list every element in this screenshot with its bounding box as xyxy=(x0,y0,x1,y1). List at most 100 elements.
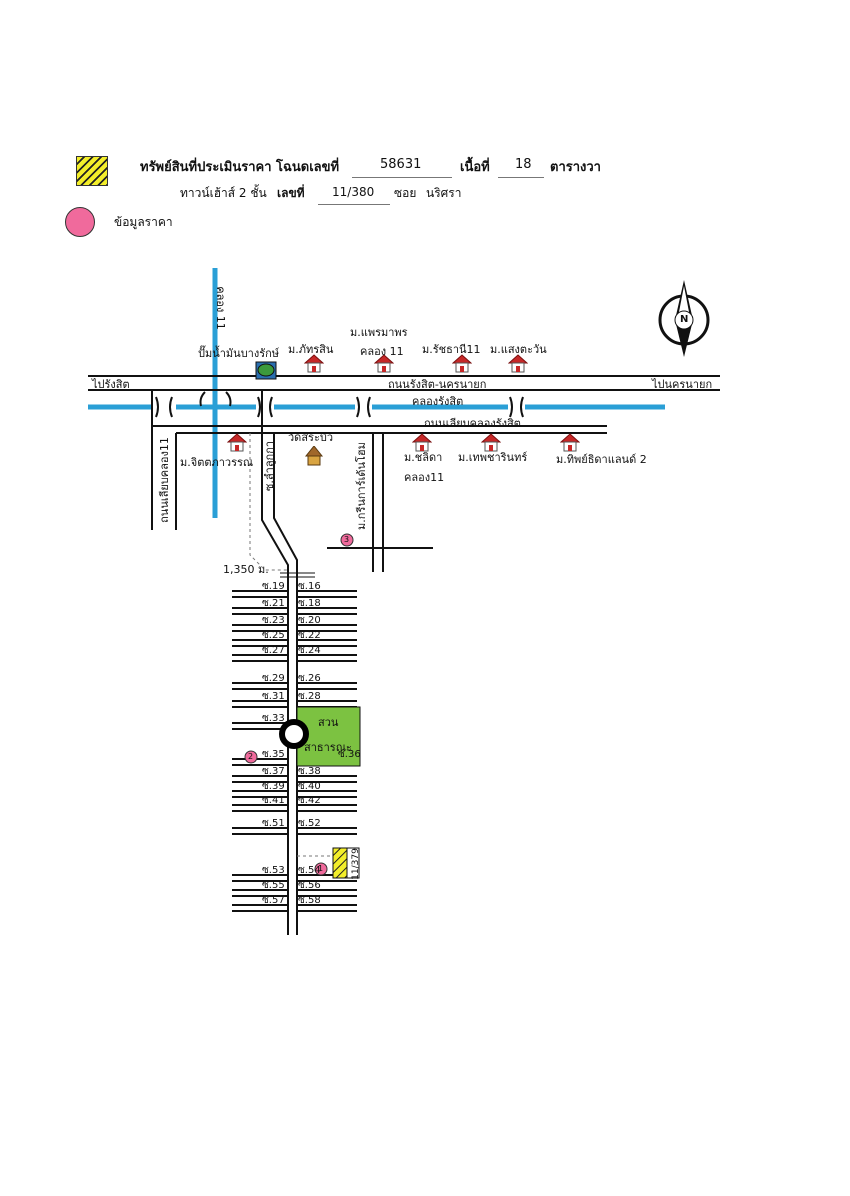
label-road-main: ถนนรังสิต-นครนายก xyxy=(388,378,487,391)
label-pump: ปั๊มน้ำมันบางรักษ์ xyxy=(198,347,280,360)
label-saengtawan: ม.แสงตะวัน xyxy=(490,343,547,356)
roads xyxy=(88,375,720,935)
soi-left-label: ซ.39 xyxy=(262,781,285,792)
bridge-2 xyxy=(257,396,273,418)
compass-letter: N xyxy=(680,314,689,325)
label-khlong11-bottom: คลอง11 xyxy=(404,471,445,484)
soi-right-label: ซ.22 xyxy=(298,630,321,641)
label-park-1: สวน xyxy=(318,716,339,729)
label-thipchida: ม.ทิพย์ธิดาแลนด์ 2 xyxy=(556,453,647,466)
soi-right-label: ซ.26 xyxy=(298,673,321,684)
soi-right-label: ซ.24 xyxy=(298,645,321,656)
house-icon-thipchida xyxy=(559,433,581,453)
side-sois xyxy=(232,590,357,912)
soi-left-label: ซ.19 xyxy=(262,581,285,592)
house-icon-phatsin xyxy=(303,354,325,374)
marker-1-number: 1 xyxy=(318,864,324,873)
bridge-5 xyxy=(199,391,232,407)
subject-title: ทรัพย์สินที่ประเมินราคา โฉนดเลขที่ xyxy=(140,160,340,175)
label-soi-vertical: ซ.ลำลูกกา xyxy=(263,440,277,492)
property-type: ทาวน์เฮ้าส์ 2 ชั้น xyxy=(180,186,267,200)
soi-left-label: ซ.31 xyxy=(262,691,285,702)
marker-3-number: 3 xyxy=(344,535,350,544)
soi-left-label: ซ.37 xyxy=(262,766,285,777)
temple-icon xyxy=(304,445,324,466)
gas-station-icon xyxy=(255,361,277,380)
soi-left-label: ซ.35 xyxy=(262,749,285,760)
house-no-underline xyxy=(318,204,390,205)
label-thepcharin: ม.เทพชารินทร์ xyxy=(458,451,528,464)
label-krinkan: ม.กรีนการ์เด้นโฮม xyxy=(354,442,368,530)
label-khlong-rangsit: คลองรังสิต xyxy=(412,395,464,408)
soi-left-label: ซ.25 xyxy=(262,630,285,641)
label-chalida: ม.ชลิดา xyxy=(404,451,443,464)
soi-left-label: ซ.21 xyxy=(262,598,285,609)
lamlukka-soi-l xyxy=(261,390,289,935)
soi-left-label: ซ.53 xyxy=(262,865,285,876)
area-unit: ตารางวา xyxy=(550,160,601,175)
soi-right-label: ซ.18 xyxy=(298,598,321,609)
soi-left-label: ซ.57 xyxy=(262,895,285,906)
subject-legend-swatch xyxy=(76,156,108,186)
soi-right-label: ซ.52 xyxy=(298,818,321,829)
soi-left-label: ซ.55 xyxy=(262,880,285,891)
soi-left-label: ซ.41 xyxy=(262,795,285,806)
bridge-1 xyxy=(155,396,173,418)
north-compass-icon xyxy=(658,280,710,357)
soi-right-label: ซ.58 xyxy=(298,895,321,906)
price-marker-3 xyxy=(340,533,354,547)
soi-name: นริศรา xyxy=(426,186,462,200)
area-value: 18 xyxy=(515,157,532,172)
label-to-rangsit: ไปรังสิต xyxy=(92,378,130,391)
deed-underline xyxy=(352,177,452,178)
area-label: เนื้อที่ xyxy=(460,160,490,175)
label-phraemaphon: ม.แพรมาพร xyxy=(350,326,408,339)
label-ratchathani: ม.รัชธานี11 xyxy=(422,343,481,356)
house-no-label: เลขที่ xyxy=(277,186,305,200)
house-number: 11/380 xyxy=(332,185,375,199)
soi-left-label: ซ.27 xyxy=(262,645,285,656)
label-khlong11-top: คลอง 11 xyxy=(213,286,227,330)
label-to-nakhonnayok: ไปนครนายก xyxy=(652,378,713,391)
house-icon-chitphawan xyxy=(226,433,248,453)
soi-right-label: ซ.36 xyxy=(338,749,361,760)
soi-left-label: ซ.33 xyxy=(262,713,285,724)
adjacent-plot xyxy=(346,847,360,879)
house-icon-chalida xyxy=(411,433,433,453)
marker-2-number: 2 xyxy=(248,752,254,761)
bridge-3 xyxy=(356,396,371,418)
label-plot-no: 11/379 xyxy=(350,848,361,880)
route-dashed xyxy=(249,433,288,571)
label-khlong11-mid: คลอง 11 xyxy=(360,345,404,358)
bridge-4 xyxy=(509,396,524,418)
label-phatsin: ม.ภัทรสิน xyxy=(288,343,334,356)
house-icon-ratchathani xyxy=(451,354,473,374)
house-icon-phraemaphon xyxy=(373,354,395,374)
soi-label: ซอย xyxy=(394,186,417,200)
roundabout xyxy=(279,719,309,749)
canals xyxy=(88,268,665,518)
house-icon-saengtawan xyxy=(507,354,529,374)
soi-right-label: ซ.38 xyxy=(298,766,321,777)
soi-right-label: ซ.54 xyxy=(298,865,321,876)
label-park-2: สาธารณะ xyxy=(304,741,352,754)
price-marker-2 xyxy=(244,750,258,764)
deed-number: 58631 xyxy=(380,157,422,172)
soi-left-label: ซ.29 xyxy=(262,673,285,684)
label-road-khlong11: ถนนเลียบคลอง11 xyxy=(157,437,171,523)
house-icon-thepcharin xyxy=(480,433,502,453)
price-data-legend-dot xyxy=(65,207,95,237)
soi-right-label: ซ.42 xyxy=(298,795,321,806)
soi-left-label: ซ.23 xyxy=(262,615,285,626)
label-distance: 1,350 ม. xyxy=(223,563,269,576)
soi-right-label: ซ.20 xyxy=(298,615,321,626)
price-data-label: ข้อมูลราคา xyxy=(114,215,173,229)
soi-right-label: ซ.28 xyxy=(298,691,321,702)
label-chitphawan: ม.จิตตภาวรรณ xyxy=(180,456,254,469)
soi-right-label: ซ.40 xyxy=(298,781,321,792)
label-road-side: ถนนเลียบคลองรังสิต xyxy=(424,417,521,430)
soi-left-label: ซ.51 xyxy=(262,818,285,829)
area-underline xyxy=(498,177,544,178)
soi-right-label: ซ.56 xyxy=(298,880,321,891)
